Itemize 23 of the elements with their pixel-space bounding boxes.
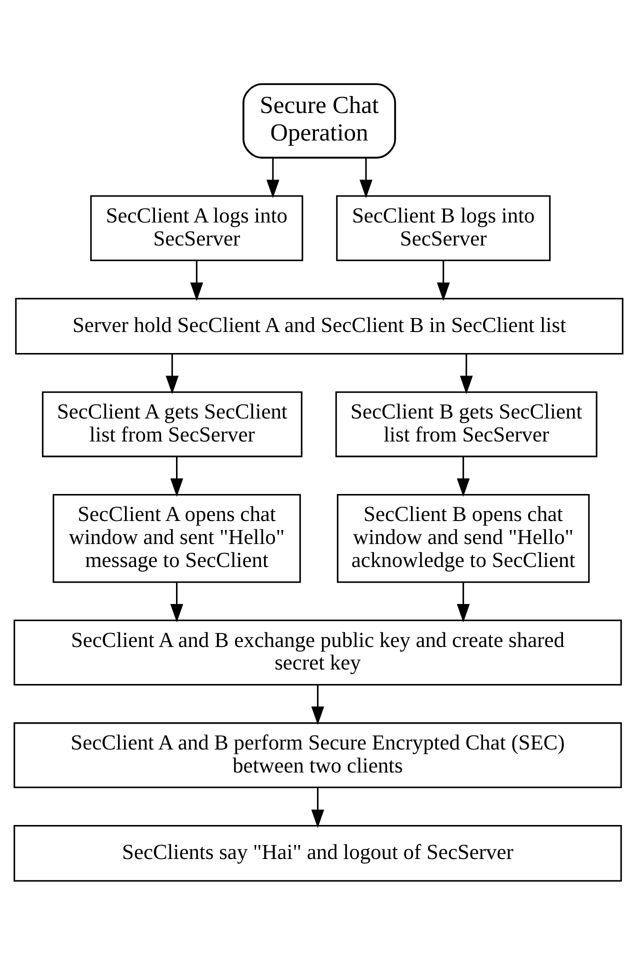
arrow (266, 157, 280, 198)
arrow (170, 456, 184, 496)
arrow (311, 684, 324, 724)
arrow (460, 354, 473, 394)
node-box: SecClient A opens chat window and sent "Hello" message to SecClient (52, 494, 301, 582)
node-box: SecClient A and B perform Secure Encrypted Chat (SEC) between two clients (14, 722, 622, 788)
node-box: SecClient B opens chat window and send "Hello" acknowledge to SecClient (336, 494, 590, 582)
node-box: Secure Chat Operation (242, 82, 396, 158)
node-box: SecClients say "Hai" and logout of SecServer (14, 824, 622, 882)
node-box: Server hold SecClient A and SecClient B in SecClient list (15, 297, 624, 354)
arrow (456, 456, 470, 496)
node-box: SecClient A logs into SecServer (90, 194, 304, 261)
arrow (190, 260, 204, 300)
node-box: SecClient A gets SecClient list from SecServer (42, 390, 302, 457)
arrow (436, 260, 450, 300)
arrow (360, 157, 372, 198)
arrow (456, 582, 470, 622)
node-box: SecClient B gets SecClient list from SecServer (335, 390, 598, 457)
node-box: SecClient A and B exchange public key and create shared secret key (14, 619, 622, 686)
arrow (166, 354, 179, 394)
arrow (170, 582, 184, 622)
node-box: SecClient B logs into SecServer (336, 194, 551, 261)
arrow (311, 787, 324, 828)
